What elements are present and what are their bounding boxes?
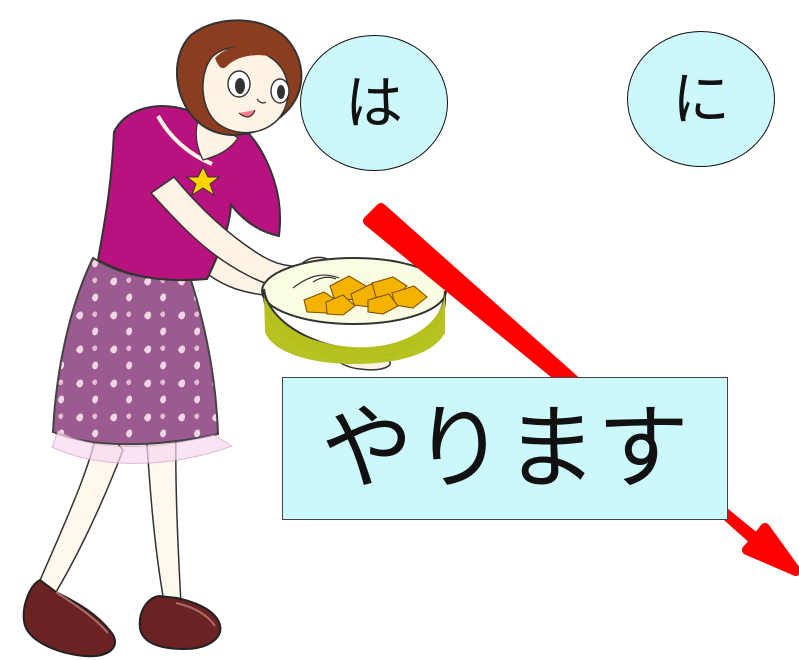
verb-label-box: やります — [282, 377, 728, 520]
particle-ni-text: に — [671, 65, 730, 133]
particle-bubble-left: は — [300, 35, 448, 171]
particle-ha-text: は — [344, 69, 403, 137]
verb-label-text: やります — [320, 394, 689, 502]
particle-bubble-right: に — [627, 31, 775, 167]
